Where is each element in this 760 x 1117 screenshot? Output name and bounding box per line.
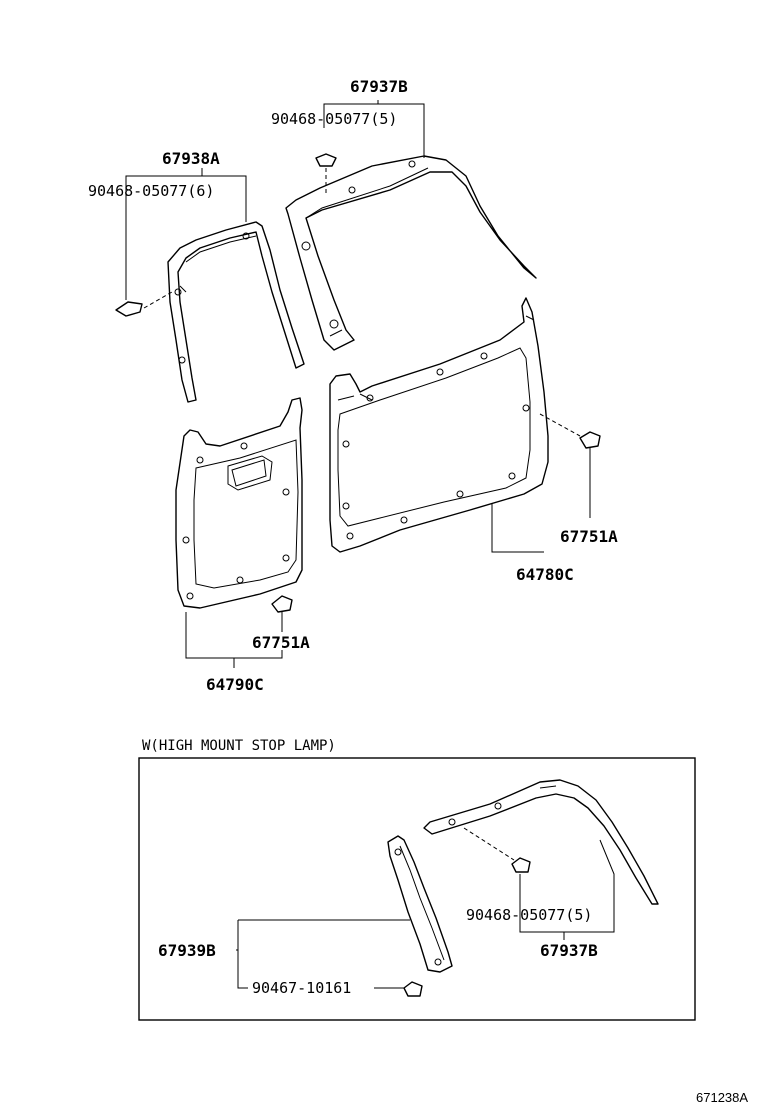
door-trim-64790c xyxy=(175,397,303,609)
garnish-67939b xyxy=(387,835,453,973)
label-67937b-top: 67937B xyxy=(350,77,408,96)
label-67751a-left: 67751A xyxy=(252,633,310,652)
leader-67937b-top xyxy=(323,100,425,158)
label-67938a: 67938A xyxy=(162,149,220,168)
garnish-67937b-top xyxy=(285,155,537,351)
leader-64780c xyxy=(491,504,544,553)
garnish-67938a xyxy=(167,221,305,403)
leader-67939b xyxy=(236,919,410,989)
clip-67751a-right xyxy=(539,413,601,449)
label-64790c: 64790C xyxy=(206,675,264,694)
leader-67938a xyxy=(125,168,247,300)
clip-90468-top-right xyxy=(315,153,337,196)
label-90468-05077-5-box: 90468-05077(5) xyxy=(466,906,592,924)
label-64780c: 64780C xyxy=(516,565,574,584)
leader-67937b-box xyxy=(519,839,615,940)
leader-64790c xyxy=(185,612,283,668)
door-trim-64780c xyxy=(329,297,549,553)
clip-90468-top-left xyxy=(115,291,173,317)
garnish-67937b-box xyxy=(423,779,659,905)
diagram-reference-number: 671238A xyxy=(696,1090,748,1105)
clip-90467-box xyxy=(403,981,423,997)
label-67937b-box: 67937B xyxy=(540,941,598,960)
label-67751a-right: 67751A xyxy=(560,527,618,546)
label-90467-10161: 90467-10161 xyxy=(252,979,351,997)
box-title: W(HIGH MOUNT STOP LAMP) xyxy=(142,738,336,754)
variant-box xyxy=(138,757,696,1021)
label-67939b: 67939B xyxy=(158,941,216,960)
clip-67751a-left xyxy=(271,595,293,613)
clip-90468-box xyxy=(463,827,531,873)
label-90468-05077-5-top: 90468-05077(5) xyxy=(271,110,397,128)
label-90468-05077-6: 90468-05077(6) xyxy=(88,182,214,200)
